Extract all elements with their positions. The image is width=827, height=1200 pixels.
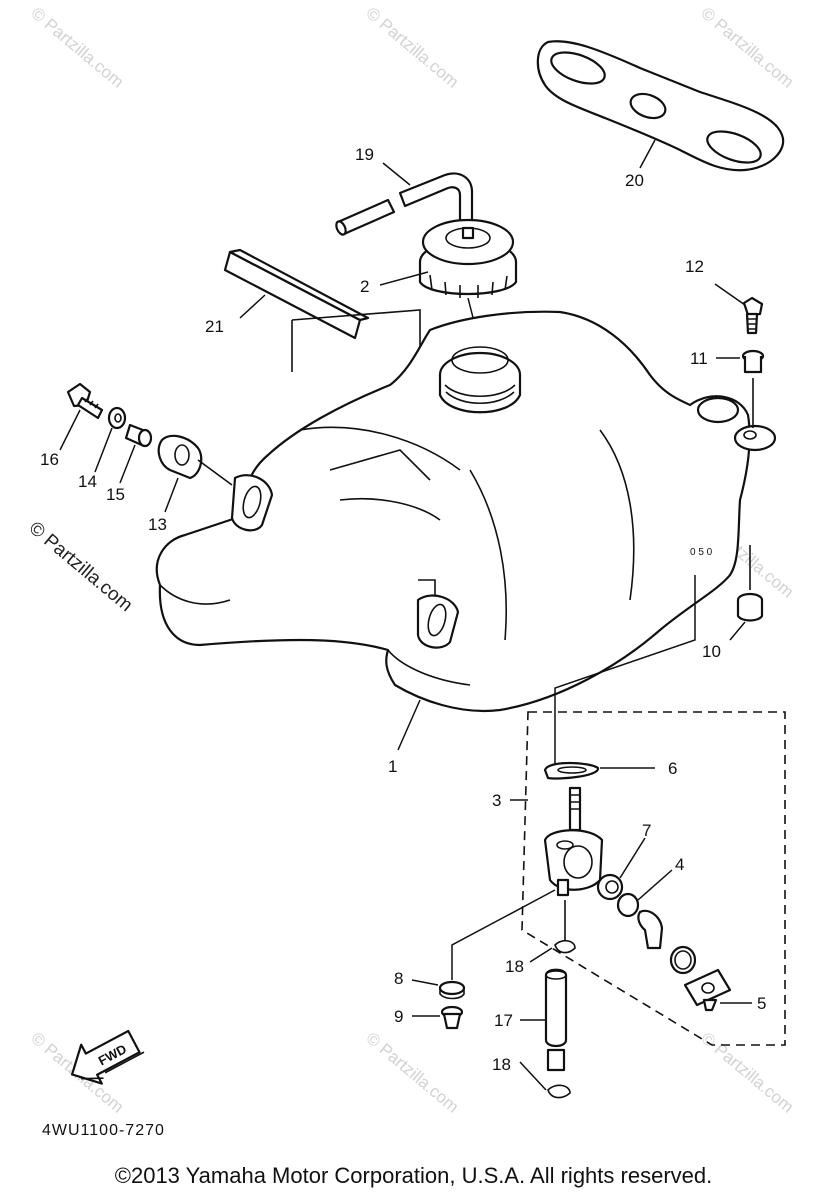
callout-18-upper: 18 [505,957,524,976]
watermark: © Partzilla.com [697,4,797,92]
callout-21: 21 [205,317,224,336]
callout-12: 12 [685,257,704,276]
callout-14: 14 [78,472,97,491]
watermark: © Partzilla.com [362,1029,462,1117]
callout-4: 4 [675,855,684,874]
callout-3: 3 [492,791,501,810]
part-clip-18-lower [519,1048,571,1099]
part-bolt-12 [714,283,764,335]
callout-11: 11 [690,349,708,368]
callout-9: 9 [394,1007,403,1026]
callout-16: 16 [40,450,59,469]
callout-8: 8 [394,969,403,988]
part-bolt-16 [59,382,104,451]
callout-7: 7 [642,821,651,840]
watermark: © Partzilla.com [27,4,127,92]
part-fuel-tank: 0 5 0 [155,310,777,770]
callout-19: 19 [355,145,374,164]
part-breather-hose [335,162,474,237]
part-clip-18-upper [529,900,576,963]
part-grommet-10 [729,545,764,641]
copyright-notice: ©2013 Yamaha Motor Corporation, U.S.A. A… [114,1163,713,1188]
callout-labels: 1 2 3 4 5 6 7 8 9 10 11 12 13 14 15 16 1… [40,145,766,1074]
callout-13: 13 [148,515,167,534]
callout-15: 15 [106,485,125,504]
fwd-arrow-icon: FWD [70,1029,145,1085]
callout-10: 10 [702,642,721,661]
svg-text:0 5 0: 0 5 0 [690,547,713,558]
part-washer-14 [94,406,127,473]
petcock-assembly [510,711,786,1046]
diagram-code: 4WU1100-7270 [42,1122,165,1139]
part-drain-screw-9 [412,1005,464,1030]
part-gasket-plate [536,40,785,172]
part-grommet-13 [157,434,233,513]
part-fuel-cap [379,218,518,346]
callout-6: 6 [668,759,677,778]
callout-17: 17 [494,1011,513,1030]
callout-1: 1 [388,757,397,776]
part-fuel-hose-17 [520,968,568,1048]
callout-18-lower: 18 [492,1055,511,1074]
part-collar-11 [716,349,765,428]
watermark: © Partzilla.com [697,1029,797,1117]
part-washer-8 [411,889,556,1000]
part-collar-15 [119,423,153,484]
callout-2: 2 [360,277,369,296]
watermark-large: © Partzilla.com [25,518,137,616]
watermark: © Partzilla.com [362,4,462,92]
callout-5: 5 [757,994,766,1013]
part-sponge-strip [223,248,421,415]
callout-20: 20 [625,171,644,190]
